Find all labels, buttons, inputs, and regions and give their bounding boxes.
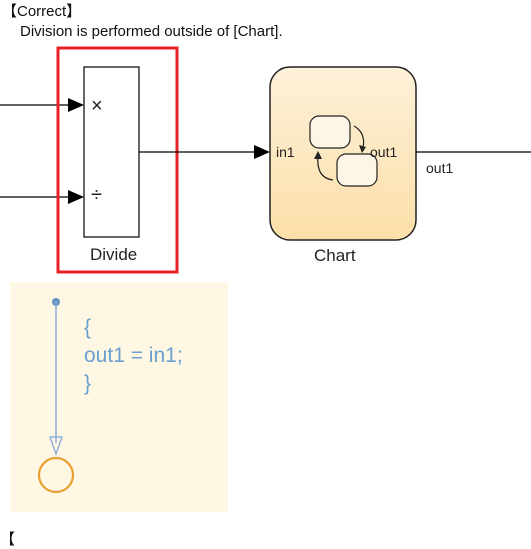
divide-symbol: ÷ xyxy=(91,184,102,206)
chart-block[interactable] xyxy=(269,66,417,241)
diagram-canvas xyxy=(0,46,531,512)
flow-transition-arrowhead xyxy=(49,436,63,457)
chart-output-port-label: out1 xyxy=(370,144,398,160)
terminal-junction xyxy=(37,456,75,494)
code-statement: out1 = in1; xyxy=(84,344,183,367)
next-section-heading-fragment: 【 xyxy=(0,531,16,548)
output-signal-label: out1 xyxy=(426,160,454,176)
divide-highlight-box xyxy=(56,46,179,274)
divide-block-label: Divide xyxy=(90,245,138,264)
divide-block[interactable] xyxy=(83,66,140,238)
chart-transition-head-2 xyxy=(314,151,322,159)
chart-state-1-icon xyxy=(309,115,351,149)
code-open-brace: { xyxy=(84,316,92,339)
code-close-brace: } xyxy=(84,372,92,395)
chart-block-label: Chart xyxy=(314,246,356,265)
input-arrow-2 xyxy=(68,190,84,204)
description: Division is performed outside of [Chart]… xyxy=(20,23,283,40)
chart-state-2-icon xyxy=(336,153,378,187)
chart-transition-head-1 xyxy=(359,145,366,153)
heading: 【Correct】 xyxy=(2,3,82,20)
chart-input-port-label: in1 xyxy=(276,144,295,160)
flow-chart-panel xyxy=(10,282,228,512)
chart-transition-arrow-2 xyxy=(317,155,334,181)
input-arrow-1 xyxy=(68,98,84,112)
multiply-symbol: × xyxy=(91,95,103,117)
chart-transition-arrow-1 xyxy=(353,125,365,149)
chart-input-arrow xyxy=(254,145,270,159)
